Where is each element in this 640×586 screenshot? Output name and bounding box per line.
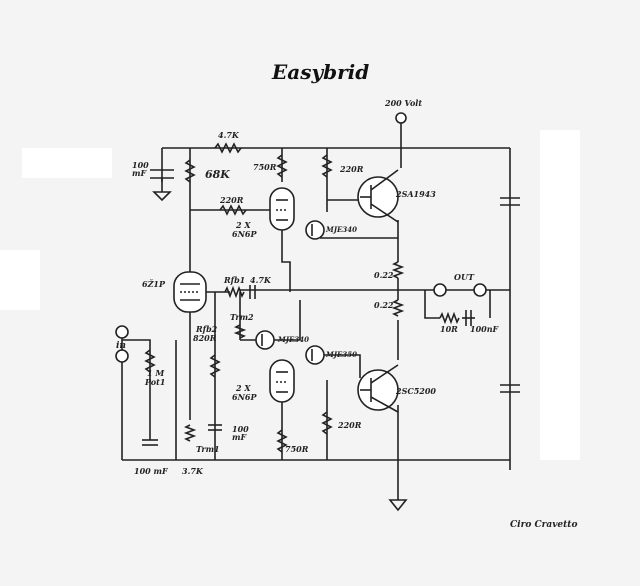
capacitor-100nf	[465, 310, 472, 326]
capacitor-rfb	[249, 285, 256, 299]
supply-label: 200 Volt	[384, 98, 422, 108]
resistor-750r-bottom	[276, 429, 288, 453]
label-100nf: 100nF	[470, 324, 500, 334]
label-6z1p: 6Ž1P	[142, 279, 166, 289]
transistor-mje350	[305, 345, 325, 365]
resistor-4k7-top	[214, 142, 242, 154]
resistor-0r22-b	[391, 299, 405, 317]
capacitor-100mf-bottom	[142, 439, 158, 446]
label-220r-mid: 220R	[219, 195, 244, 205]
label-tube-top-type: 6N6P	[232, 229, 257, 239]
label-0r22-b: 0.22	[374, 300, 394, 310]
potentiometer-pot1	[144, 349, 156, 373]
label-750r-top: 750R	[253, 162, 277, 172]
label-tube-top-count: 2 X	[235, 220, 251, 230]
label-0r22-a: 0.22	[374, 270, 394, 280]
label-cap-supply-val: 100	[132, 160, 149, 170]
label-rfb1: Rfb1	[223, 275, 245, 285]
label-pot-val: 1 M	[147, 368, 165, 378]
input-jack-bottom	[115, 349, 129, 363]
label-cap-supply-unit: mF	[132, 168, 147, 178]
capacitor-rail-bottom	[500, 384, 520, 393]
diagram-title: Easybrid	[271, 60, 369, 84]
capacitor-100mf-trm	[208, 424, 222, 431]
label-mje340-top: MJE340	[325, 225, 357, 234]
input-jack-top	[115, 325, 129, 339]
label-2sa1943: 2SA1943	[395, 189, 436, 199]
label-220r-bottom: 220R	[337, 420, 362, 430]
transistor-2sa1943	[357, 169, 399, 223]
resistor-10r	[439, 311, 460, 325]
out-terminal-right	[473, 283, 487, 297]
author-credit: Ciro Cravetto	[510, 520, 577, 530]
label-trm2: Trm2	[230, 312, 254, 322]
resistor-68k	[184, 159, 196, 183]
label-in: in	[116, 341, 126, 351]
trimmer-trm2	[233, 324, 247, 339]
label-10r: 10R	[440, 324, 458, 334]
resistor-rfb2	[209, 354, 221, 378]
label-cap-trm-unit: mF	[232, 432, 247, 442]
label-mje340-mid: MJE340	[277, 335, 309, 344]
label-out: OUT	[454, 272, 475, 282]
resistor-220r-bottom	[321, 411, 333, 435]
label-rfb2: Rfb2	[195, 324, 218, 334]
label-68k: 68K	[205, 168, 230, 181]
label-mje350: MJE350	[325, 350, 357, 359]
resistor-220r-mid	[219, 204, 247, 216]
label-820r: 820R	[193, 333, 217, 343]
label-2sc5200: 2SC5200	[395, 386, 436, 396]
label-tube-bot-type: 6N6P	[232, 392, 257, 402]
label-trm1: Trm1	[196, 444, 220, 454]
tube-6z1p	[173, 271, 207, 313]
label-220r-top: 220R	[339, 164, 364, 174]
label-tube-bot-count: 2 X	[235, 383, 251, 393]
resistor-0r22-a	[391, 261, 405, 279]
out-terminal-left	[433, 283, 447, 297]
tube-6n6p-bottom	[269, 359, 295, 403]
label-cap-trm-val: 100	[232, 424, 249, 434]
trimmer-trm1	[183, 424, 197, 442]
transistor-2sc5200	[357, 364, 399, 413]
resistor-rfb1	[224, 285, 245, 299]
resistor-750r-top	[276, 154, 288, 178]
label-pot-name: Pot1	[144, 377, 165, 387]
capacitor-supply	[150, 169, 174, 202]
transistor-mje340-top	[305, 220, 325, 240]
label-cap-bottom: 100 mF	[134, 466, 169, 476]
label-r-top: 4.7K	[218, 130, 240, 140]
label-rfb-4k7: 4.7K	[250, 275, 272, 285]
supply-terminal	[395, 112, 407, 124]
transistor-mje340-mid	[255, 330, 275, 350]
capacitor-rail-top	[500, 197, 520, 206]
ground-symbol	[388, 499, 408, 512]
resistor-220r-top	[321, 154, 333, 178]
label-750r-bottom: 750R	[285, 444, 309, 454]
tube-6n6p-top	[269, 187, 295, 231]
label-3k7: 3.7K	[182, 466, 204, 476]
